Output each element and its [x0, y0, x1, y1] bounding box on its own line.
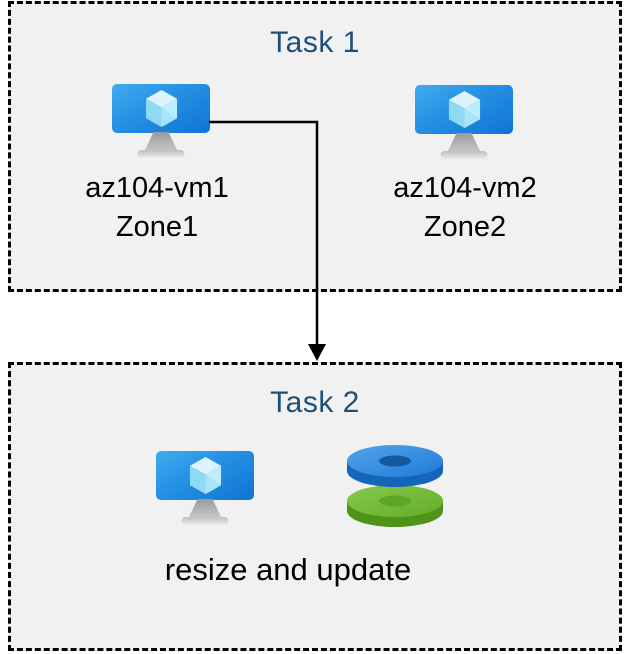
vm1-zone-label: Zone1: [115, 211, 199, 243]
monitor-stand-neck: [447, 133, 481, 153]
cube-icon: [189, 457, 221, 494]
task2-box: Task 2: [8, 362, 622, 651]
vm2-zone-label: Zone2: [423, 211, 507, 243]
disk-stack-icon: [347, 445, 443, 527]
monitor-stand-neck: [188, 499, 222, 519]
monitor-stand-base: [181, 517, 229, 525]
vm1-name-label: az104-vm1: [85, 172, 229, 204]
monitor-stand-base: [137, 150, 185, 158]
task2-vm-icon: [156, 451, 254, 526]
task2-title: Task 2: [270, 386, 360, 419]
vm2-icon: [415, 85, 513, 160]
vm2-label-block: az104-vm2 Zone2: [345, 169, 585, 247]
task1-box: Task 1: [8, 1, 622, 292]
monitor-screen: [415, 85, 513, 134]
vm1-icon: [112, 84, 210, 159]
cube-icon: [145, 90, 177, 127]
cube-icon: [448, 91, 480, 128]
vm1-label-block: az104-vm1 Zone1: [37, 169, 277, 247]
vm2-name-label: az104-vm2: [393, 172, 537, 204]
monitor-screen: [112, 84, 210, 133]
arrowhead-icon: [308, 344, 326, 361]
disk-blue: [347, 445, 443, 487]
monitor-stand-base: [440, 151, 488, 159]
monitor-stand-neck: [144, 132, 178, 152]
task2-caption: resize and update: [164, 552, 412, 587]
disk-green: [347, 485, 443, 527]
monitor-screen: [156, 451, 254, 500]
task1-title: Task 1: [270, 26, 360, 59]
